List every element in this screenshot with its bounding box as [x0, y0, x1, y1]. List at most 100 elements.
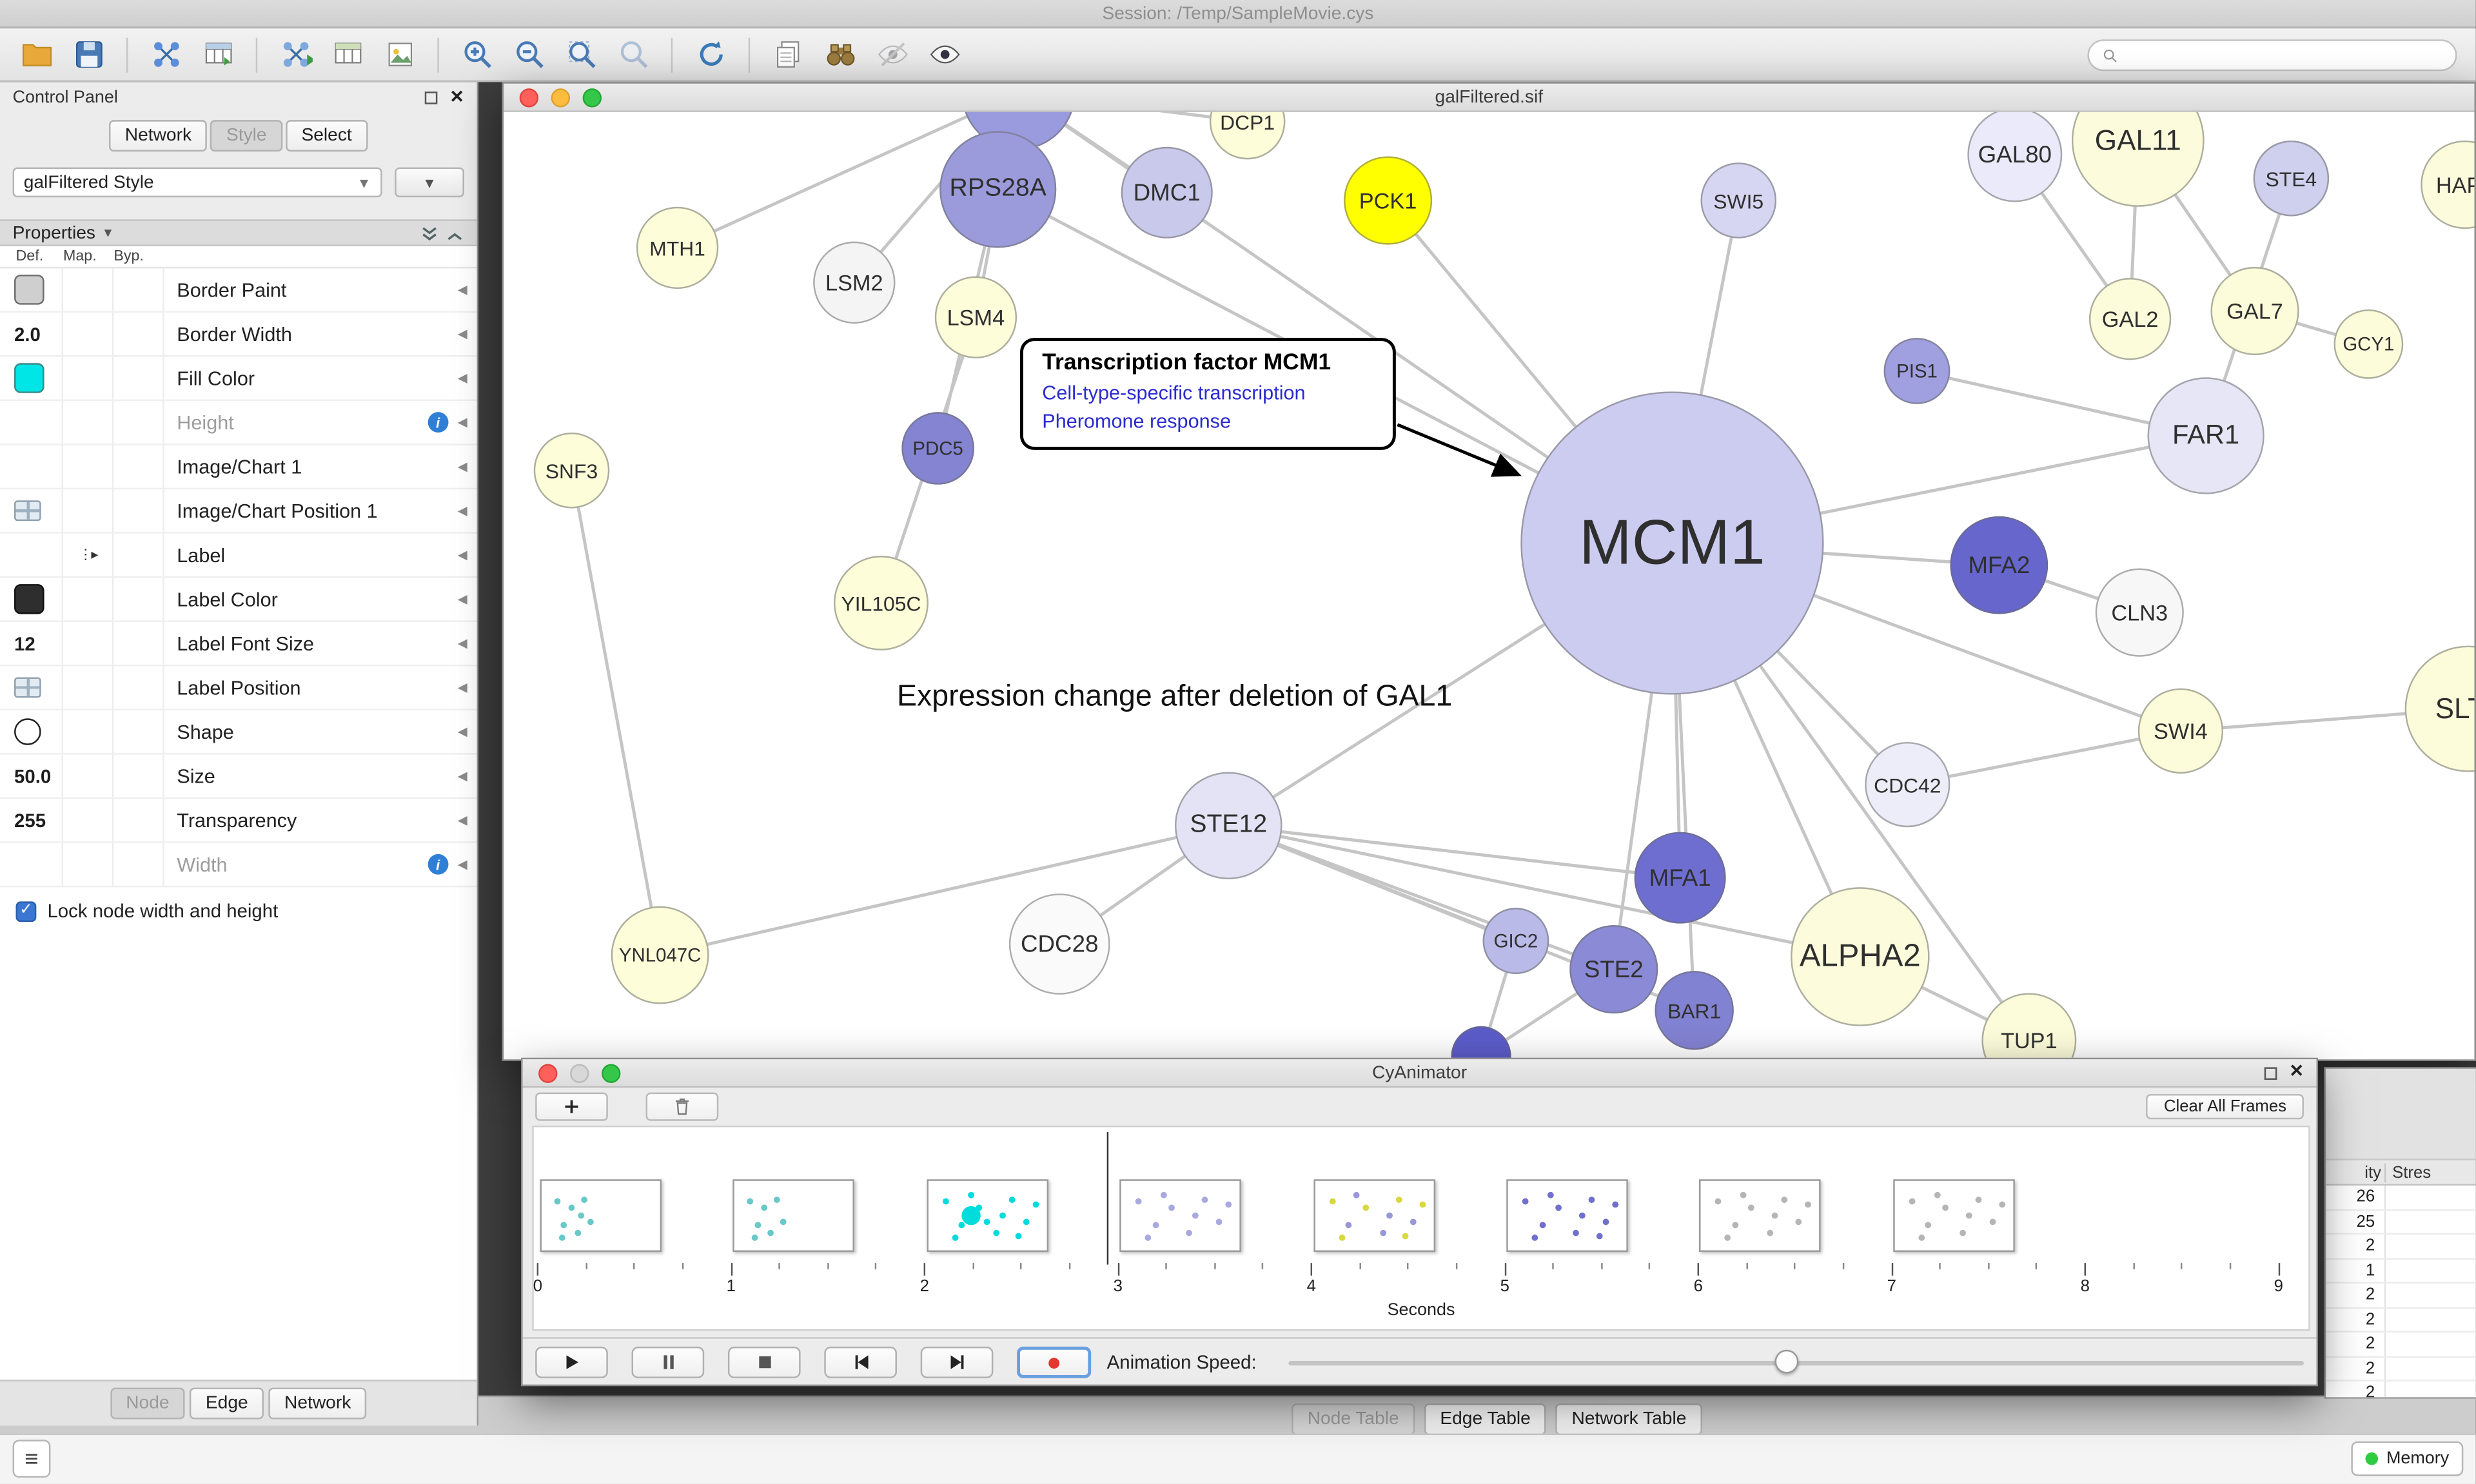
column-header[interactable]: ity [2326, 1162, 2386, 1182]
mapping-cell[interactable]: ⋮▸ [63, 533, 114, 576]
network-node-far1[interactable]: FAR1 [2147, 377, 2265, 494]
network-node-alpha2[interactable]: ALPHA2 [1791, 887, 1930, 1026]
tab-network-style[interactable]: Network [268, 1387, 367, 1420]
table-row[interactable]: 1 [2326, 1258, 2476, 1284]
expand-row-icon[interactable]: ◀ [457, 725, 467, 739]
show-details-button[interactable] [921, 33, 968, 75]
bypass-cell[interactable] [113, 799, 164, 842]
network-node-cdc28[interactable]: CDC28 [1008, 893, 1110, 995]
network-node-lsm2[interactable]: LSM2 [813, 241, 896, 324]
properties-header[interactable]: Properties ▼ [0, 219, 477, 247]
expand-row-icon[interactable]: ◀ [457, 503, 467, 518]
bypass-cell[interactable] [113, 754, 164, 797]
default-value-cell[interactable] [0, 578, 63, 621]
zoom-window-icon[interactable] [602, 1064, 621, 1083]
import-network-button[interactable] [142, 33, 189, 75]
gray-swatch[interactable] [14, 275, 44, 305]
record-button[interactable] [1017, 1346, 1092, 1378]
frame-thumbnail[interactable] [1699, 1179, 1822, 1252]
mapping-cell[interactable] [63, 445, 114, 488]
add-frame-button[interactable] [535, 1092, 608, 1121]
property-row[interactable]: Label Color◀ [0, 578, 477, 622]
expand-row-icon[interactable]: ◀ [457, 813, 467, 828]
search-box[interactable] [2087, 39, 2457, 72]
close-panel-icon[interactable]: ✕ [449, 87, 464, 107]
property-row[interactable]: ⋮▸Label◀ [0, 533, 477, 578]
skip-to-start-button[interactable] [824, 1346, 897, 1378]
property-row[interactable]: Fill Color◀ [0, 356, 477, 402]
clear-all-frames-button[interactable]: Clear All Frames [2147, 1094, 2304, 1120]
frame-thumbnail[interactable] [733, 1179, 855, 1252]
tab-select[interactable]: Select [285, 120, 368, 152]
network-node-swi4[interactable]: SWI4 [2137, 688, 2224, 774]
network-canvas[interactable]: RPS28ADCP1DMC1PCK1SWI5GAL80GAL11STE4HAP4… [504, 112, 2475, 1060]
expand-row-icon[interactable]: ◀ [457, 459, 467, 474]
collapse-all-icon[interactable] [420, 224, 438, 242]
mapping-cell[interactable] [63, 356, 114, 400]
default-value-cell[interactable] [0, 401, 63, 444]
expand-row-icon[interactable]: ◀ [457, 547, 467, 562]
network-node-yil105c[interactable]: YIL105C [834, 556, 928, 650]
stop-button[interactable] [727, 1346, 801, 1378]
table-row[interactable]: 25 [2326, 1210, 2476, 1235]
network-node-bar1[interactable]: BAR1 [1655, 971, 1734, 1050]
tab-style[interactable]: Style [210, 120, 283, 152]
import-table-button[interactable] [194, 33, 241, 75]
column-header[interactable]: Stres [2392, 1162, 2432, 1182]
save-session-button[interactable] [64, 33, 112, 75]
close-window-icon[interactable] [538, 1064, 558, 1083]
default-value-cell[interactable] [0, 445, 63, 488]
zoom-window-icon[interactable] [582, 88, 602, 108]
property-row[interactable]: Shape◀ [0, 710, 477, 755]
style-options-button[interactable]: ▼ [395, 167, 464, 198]
network-node-mfa1[interactable]: MFA1 [1634, 832, 1726, 924]
minimize-window-icon[interactable] [551, 88, 571, 108]
close-window-icon[interactable] [519, 88, 539, 108]
frame-thumbnail[interactable] [1892, 1179, 2015, 1252]
network-node-ste2[interactable]: STE2 [1569, 925, 1658, 1014]
playhead[interactable] [1106, 1131, 1109, 1265]
table-row[interactable]: 2 [2326, 1235, 2476, 1259]
zoom-out-button[interactable] [506, 33, 553, 75]
default-value-cell[interactable] [0, 710, 63, 754]
bypass-cell[interactable] [113, 578, 164, 621]
network-node-lsm4[interactable]: LSM4 [934, 276, 1017, 358]
tab-network[interactable]: Network [109, 120, 208, 152]
hide-details-button[interactable] [869, 33, 916, 75]
default-value-cell[interactable]: 255 [0, 799, 63, 842]
expand-row-icon[interactable]: ◀ [457, 636, 467, 650]
property-row[interactable]: Image/Chart Position 1◀ [0, 489, 477, 534]
frame-thumbnail[interactable] [1313, 1179, 1435, 1252]
style-select[interactable]: galFiltered Style ▼ [12, 167, 382, 198]
network-node-snf3[interactable]: SNF3 [533, 432, 610, 509]
network-node-gal7[interactable]: GAL7 [2210, 266, 2299, 356]
mapping-cell[interactable] [63, 799, 114, 842]
delete-frame-button[interactable] [645, 1092, 719, 1121]
mapping-cell[interactable] [63, 401, 114, 444]
frame-thumbnail[interactable] [1506, 1179, 1628, 1252]
expand-row-icon[interactable]: ◀ [457, 857, 467, 872]
table-row[interactable]: 26 [2326, 1186, 2476, 1211]
search-input[interactable] [2127, 44, 2443, 66]
cyan-swatch[interactable] [14, 363, 44, 393]
refresh-view-button[interactable] [687, 33, 734, 75]
frame-thumbnail[interactable] [1119, 1179, 1242, 1252]
property-row[interactable]: Image/Chart 1◀ [0, 445, 477, 490]
skip-to-end-button[interactable] [920, 1346, 994, 1378]
zoom-fit-button[interactable] [557, 33, 604, 75]
pos-swatch[interactable] [14, 500, 41, 522]
bypass-cell[interactable] [113, 268, 164, 311]
network-node-pck1[interactable]: PCK1 [1344, 156, 1433, 245]
mapping-cell[interactable] [63, 754, 114, 797]
play-button[interactable] [535, 1346, 608, 1378]
default-value-cell[interactable] [0, 843, 63, 886]
network-node-gcy1[interactable]: GCY1 [2334, 309, 2404, 379]
minimize-window-icon[interactable] [570, 1064, 589, 1083]
bypass-cell[interactable] [113, 401, 164, 444]
network-window-titlebar[interactable]: galFiltered.sif [504, 83, 2475, 112]
mapping-cell[interactable] [63, 489, 114, 532]
